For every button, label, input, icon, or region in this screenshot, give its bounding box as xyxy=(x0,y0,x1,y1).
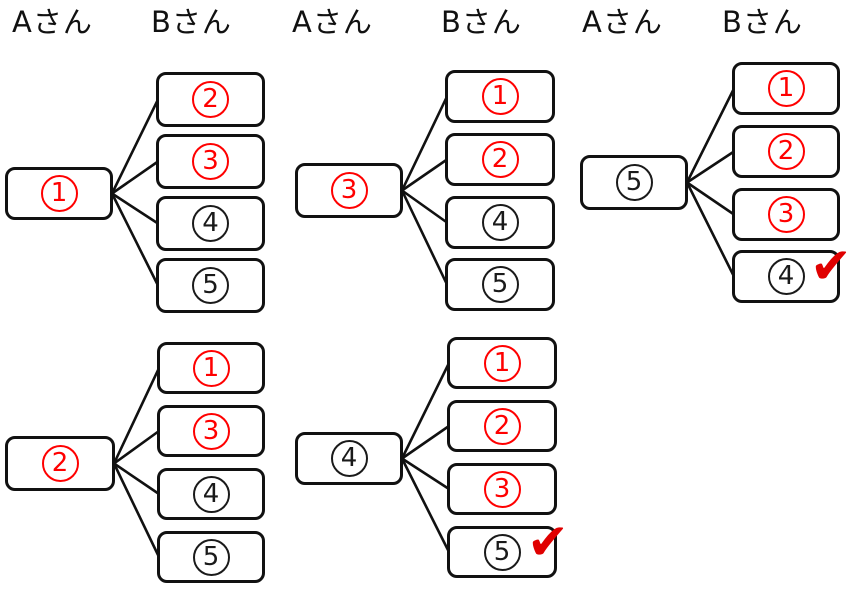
connector-line xyxy=(400,95,449,192)
connector-line xyxy=(112,429,161,465)
header-b-3: Bさん xyxy=(722,5,803,39)
group5-b-box-3: 3 xyxy=(447,463,557,515)
circled-number: 4 xyxy=(481,204,519,241)
connector-line xyxy=(685,181,736,278)
check-icon: ✔ xyxy=(527,513,569,571)
header-a-2: Aさん xyxy=(292,5,373,39)
group4-b-box-3: 3 xyxy=(157,405,265,457)
header-b-2: Bさん xyxy=(441,5,522,39)
connector-line xyxy=(112,462,161,496)
group5-a-box: 4 xyxy=(295,432,403,485)
group3-b-box-4: 4 xyxy=(732,250,840,303)
circled-number: 2 xyxy=(41,445,79,482)
group5-b-box-1: 1 xyxy=(447,337,557,389)
circled-number: 5 xyxy=(615,164,653,201)
circled-number: 2 xyxy=(767,133,805,170)
group1-b-box-4: 4 xyxy=(156,196,265,251)
circled-number: 4 xyxy=(192,475,230,513)
circled-number: 3 xyxy=(767,196,805,233)
connector-line xyxy=(112,366,161,465)
circled-number: 3 xyxy=(192,412,230,450)
circled-number: 2 xyxy=(481,141,519,178)
circled-number: 3 xyxy=(330,172,368,209)
connector-line xyxy=(110,192,160,225)
connector-line xyxy=(400,457,451,554)
connector-line xyxy=(685,181,736,216)
group2-b-box-1: 1 xyxy=(445,70,555,123)
group4-b-box-4: 4 xyxy=(157,468,265,520)
circled-number: 4 xyxy=(330,440,368,477)
connector-line xyxy=(400,189,449,224)
circled-number: 1 xyxy=(481,78,519,115)
group2-b-box-2: 2 xyxy=(445,133,555,186)
connector-line xyxy=(112,462,161,559)
header-a-1: Aさん xyxy=(12,5,93,39)
circled-number: 1 xyxy=(40,175,78,212)
circled-number: 5 xyxy=(483,533,521,571)
group5-b-box-2: 2 xyxy=(447,400,557,452)
connector-line xyxy=(400,361,451,460)
group4-a-box: 2 xyxy=(5,436,115,491)
circled-number: 1 xyxy=(767,70,805,107)
group3-b-box-1: 1 xyxy=(732,62,840,115)
group5-b-box-5: 5 xyxy=(447,526,557,578)
connector-line xyxy=(400,189,449,286)
connector-line xyxy=(685,87,736,184)
circled-number: 5 xyxy=(481,266,519,303)
circled-number: 5 xyxy=(192,267,229,304)
header-a-3: Aさん xyxy=(582,5,663,39)
check-icon: ✔ xyxy=(810,237,852,295)
connector-line xyxy=(685,150,736,184)
group1-a-box: 1 xyxy=(5,167,113,220)
connector-line xyxy=(400,424,451,460)
group2-b-box-4: 4 xyxy=(445,196,555,249)
group2-a-box: 3 xyxy=(295,163,403,218)
connector-line xyxy=(110,160,160,195)
circled-number: 3 xyxy=(483,470,521,508)
circled-number: 5 xyxy=(192,538,230,576)
group3-a-box: 5 xyxy=(580,155,688,210)
group2-b-box-5: 5 xyxy=(445,258,555,311)
group4-b-box-1: 1 xyxy=(157,342,265,394)
group3-b-box-3: 3 xyxy=(732,188,840,241)
connector-line xyxy=(110,192,160,287)
circled-number: 2 xyxy=(483,407,521,445)
circled-number: 2 xyxy=(192,81,229,118)
connector-line xyxy=(110,98,160,195)
circled-number: 1 xyxy=(483,344,521,382)
connector-line xyxy=(400,457,451,491)
header-b-1: Bさん xyxy=(151,5,232,39)
circled-number: 4 xyxy=(192,205,229,242)
connector-line xyxy=(400,158,449,192)
group3-b-box-2: 2 xyxy=(732,125,840,178)
group1-b-box-5: 5 xyxy=(156,258,265,313)
group1-b-box-2: 2 xyxy=(156,72,265,127)
group1-b-box-3: 3 xyxy=(156,134,265,189)
circled-number: 3 xyxy=(192,143,229,180)
circled-number: 4 xyxy=(767,258,805,295)
circled-number: 1 xyxy=(192,349,230,387)
group4-b-box-5: 5 xyxy=(157,531,265,583)
